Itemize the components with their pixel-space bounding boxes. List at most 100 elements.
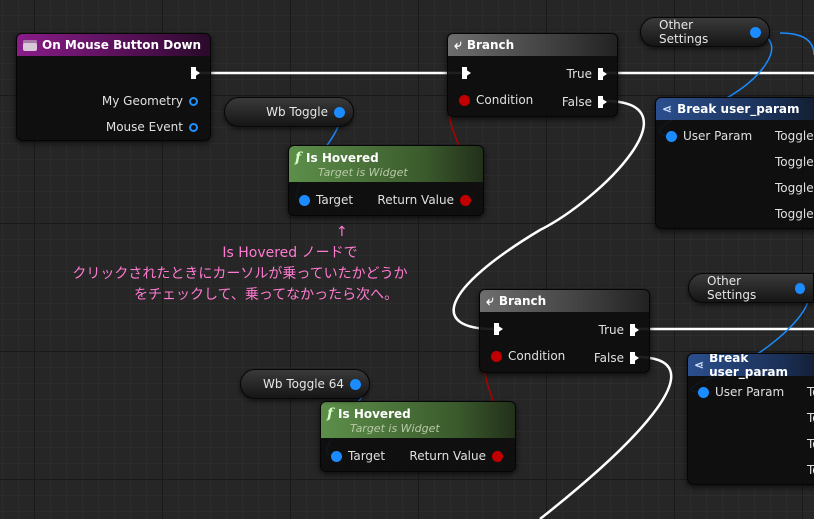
output-row: To xyxy=(807,385,814,399)
variable-output-pin[interactable] xyxy=(750,26,761,38)
mouse-event-pin[interactable] xyxy=(189,122,198,132)
branch-node-header: ⤶ Branch xyxy=(480,290,649,312)
output-row: Toggle xyxy=(775,207,814,221)
break-node-header: ⋖ Break user_param xyxy=(688,354,814,379)
toggle-output-label: Toggle xyxy=(775,207,814,221)
target-row: Target xyxy=(331,449,385,463)
variable-label: Other Settings xyxy=(707,274,757,302)
branch-node-1[interactable]: ⤶ Branch True Condition False xyxy=(447,33,618,117)
condition-label: Condition xyxy=(508,349,566,363)
variable-wb-toggle[interactable]: Wb Toggle xyxy=(224,97,354,127)
branch-icon: ⤶ xyxy=(454,37,462,53)
output-row: Toggle xyxy=(775,155,814,169)
branch-node-header: ⤶ Branch xyxy=(448,34,617,56)
toggle-output-label: To xyxy=(807,385,814,399)
condition-pin[interactable] xyxy=(459,94,470,106)
variable-label: Wb Toggle xyxy=(266,105,328,119)
function-icon: f xyxy=(327,405,334,422)
return-value-label: Return Value xyxy=(377,193,454,207)
function-node-header: f Is Hovered Target is Widget xyxy=(321,402,515,438)
branch-node-title: Branch xyxy=(466,38,515,52)
annotation-arrow: ↑ xyxy=(336,224,348,240)
true-exec-pin[interactable] xyxy=(630,324,639,336)
return-value-pin[interactable] xyxy=(460,194,471,206)
break-node-title: Break user_param xyxy=(677,102,800,116)
target-label: Target xyxy=(348,449,386,463)
condition-label: Condition xyxy=(476,93,534,107)
annotation-line-2: クリックされたときにカーソルが乗っていたかどうか xyxy=(72,266,408,282)
user-param-label: User Param xyxy=(683,129,753,143)
function-icon: f xyxy=(295,149,302,166)
output-row: To xyxy=(807,463,814,477)
false-output-row: False xyxy=(594,351,639,365)
target-row: Target xyxy=(299,193,353,207)
false-exec-pin[interactable] xyxy=(598,96,607,108)
event-node-title: On Mouse Button Down xyxy=(42,38,202,52)
toggle-output-label: To xyxy=(807,463,814,477)
exec-input-row xyxy=(494,323,503,335)
object-wire-5 xyxy=(779,32,814,56)
output-row: Toggle xyxy=(775,129,814,143)
variable-other-settings-1[interactable]: Other Settings xyxy=(640,17,770,47)
true-label: True xyxy=(598,323,625,337)
variable-output-pin[interactable] xyxy=(334,106,345,118)
output-row: To xyxy=(807,411,814,425)
output-row: To xyxy=(807,437,814,451)
target-pin[interactable] xyxy=(299,194,310,206)
condition-pin[interactable] xyxy=(491,350,502,362)
return-value-pin[interactable] xyxy=(492,450,503,462)
function-node-header: f Is Hovered Target is Widget xyxy=(289,146,483,182)
target-label: Target xyxy=(316,193,354,207)
event-node-header: On Mouse Button Down xyxy=(17,34,210,56)
function-node-title: Is Hovered xyxy=(338,406,411,421)
return-value-row: Return Value xyxy=(377,193,471,207)
user-param-row: User Param xyxy=(666,129,752,143)
function-node-title: Is Hovered xyxy=(306,150,379,165)
false-label: False xyxy=(593,351,624,365)
toggle-output-label: To xyxy=(807,437,814,451)
event-node-on-mouse-button-down[interactable]: On Mouse Button Down My Geometry Mouse E… xyxy=(16,33,211,141)
function-node-is-hovered-2[interactable]: f Is Hovered Target is Widget Target Ret… xyxy=(320,401,516,472)
false-output-row: False xyxy=(562,95,607,109)
variable-label: Other Settings xyxy=(659,18,709,46)
annotation-line-1: Is Hovered ノードで xyxy=(222,245,358,261)
function-node-subtitle: Target is Widget xyxy=(350,421,440,435)
user-param-pin[interactable] xyxy=(698,386,709,398)
condition-row: Condition xyxy=(491,349,565,363)
function-node-is-hovered-1[interactable]: f Is Hovered Target is Widget Target Ret… xyxy=(288,145,484,216)
event-icon xyxy=(23,39,37,51)
pin-row-my-geometry: My Geometry xyxy=(102,94,198,108)
exec-input-pin[interactable] xyxy=(494,323,503,335)
branch-node-2[interactable]: ⤶ Branch True Condition False xyxy=(479,289,650,373)
return-value-label: Return Value xyxy=(409,449,486,463)
true-output-row: True xyxy=(566,67,607,81)
toggle-output-label: Toggle xyxy=(775,181,814,195)
toggle-output-label: Toggle xyxy=(775,129,814,143)
target-pin[interactable] xyxy=(331,450,342,462)
variable-wb-toggle-64[interactable]: Wb Toggle 64 xyxy=(240,369,370,399)
exec-output-pin[interactable] xyxy=(191,67,200,79)
user-param-row: User Param xyxy=(698,385,784,399)
exec-input-pin[interactable] xyxy=(462,67,471,79)
exec-wire-false-2 xyxy=(539,355,673,519)
user-param-label: User Param xyxy=(715,385,785,399)
my-geometry-pin[interactable] xyxy=(189,96,198,106)
exec-input-row xyxy=(462,67,471,79)
break-node-user-param-1[interactable]: ⋖ Break user_param User Param Toggle Tog… xyxy=(655,97,814,229)
user-param-pin[interactable] xyxy=(666,130,677,142)
toggle-output-label: To xyxy=(807,411,814,425)
branch-icon: ⤶ xyxy=(486,293,494,309)
true-label: True xyxy=(566,67,593,81)
exec-output-row xyxy=(191,67,200,79)
function-node-subtitle: Target is Widget xyxy=(318,165,408,179)
variable-output-pin[interactable] xyxy=(794,282,805,294)
variable-other-settings-2[interactable]: Other Settings xyxy=(688,273,814,303)
annotation-line-3: をチェックして、乗ってなかったら次へ。 xyxy=(134,287,399,303)
true-exec-pin[interactable] xyxy=(598,68,607,80)
branch-node-title: Branch xyxy=(498,294,547,308)
true-output-row: True xyxy=(598,323,639,337)
variable-output-pin[interactable] xyxy=(350,378,361,390)
break-node-user-param-2[interactable]: ⋖ Break user_param User Param To To To T… xyxy=(687,353,814,485)
false-exec-pin[interactable] xyxy=(630,352,639,364)
annotation-comment: ↑ Is Hovered ノードで クリックされたときにカーソルが乗っていたかど… xyxy=(60,222,420,306)
